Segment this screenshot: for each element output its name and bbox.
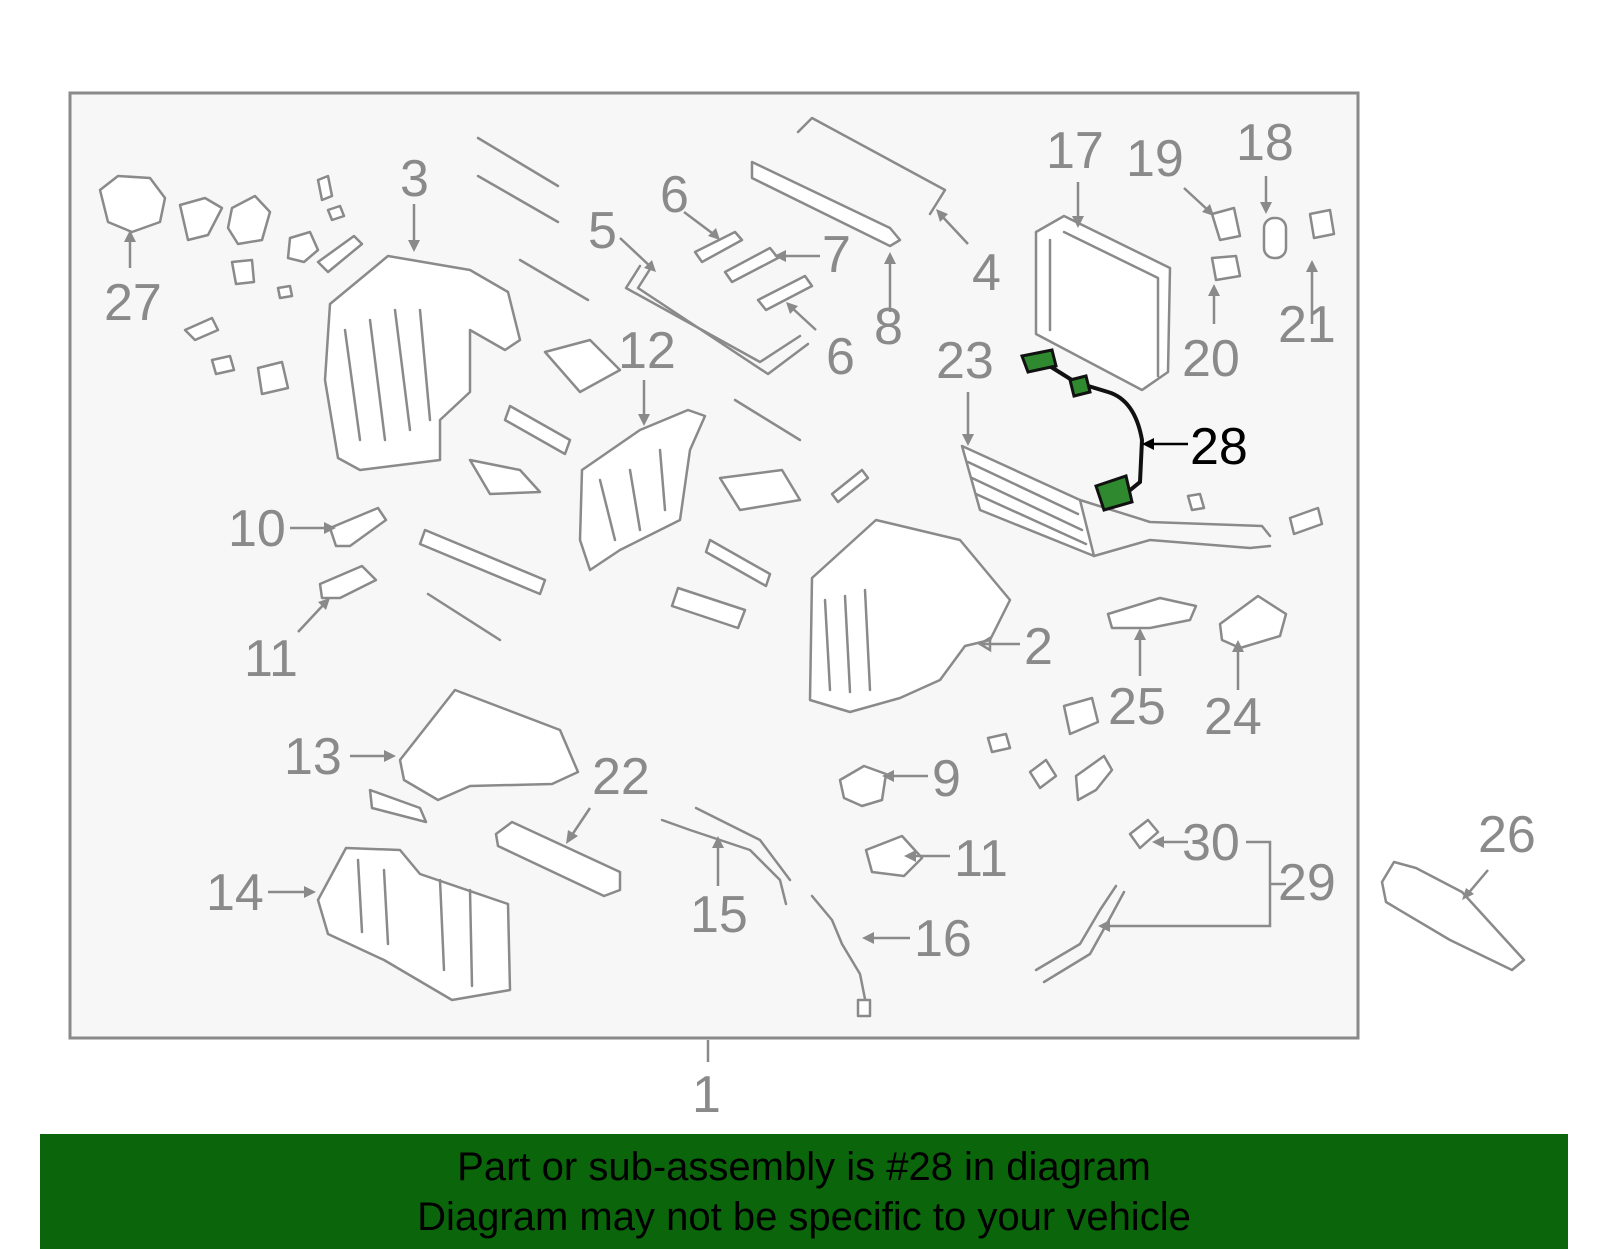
callout-17: 17	[1046, 122, 1104, 180]
callout-14: 14	[206, 864, 264, 922]
part-line-art	[98, 116, 1526, 1018]
callout-27: 27	[104, 274, 162, 332]
callout-11b: 11	[954, 830, 1008, 888]
callout-23: 23	[936, 332, 994, 390]
leader-lines	[124, 176, 1489, 1062]
callout-19: 19	[1126, 130, 1184, 188]
callout-3: 3	[400, 150, 429, 208]
callout-2: 2	[1024, 618, 1053, 676]
callout-15: 15	[690, 886, 748, 944]
callout-20: 20	[1182, 330, 1240, 388]
callout-16: 16	[914, 910, 972, 968]
callout-26: 26	[1478, 806, 1536, 864]
callout-10: 10	[228, 500, 286, 558]
callout-6a: 6	[660, 166, 689, 224]
callout-13: 13	[284, 728, 342, 786]
callout-25: 25	[1108, 678, 1166, 736]
callout-24: 24	[1204, 688, 1262, 746]
callout-9: 9	[932, 750, 961, 808]
callout-22: 22	[592, 748, 650, 806]
callout-1: 1	[692, 1066, 721, 1124]
callout-21: 21	[1278, 296, 1336, 354]
info-banner: Part or sub-assembly is #28 in diagram D…	[40, 1134, 1568, 1249]
callout-7: 7	[822, 226, 851, 284]
callout-4: 4	[972, 244, 1001, 302]
banner-line-1: Part or sub-assembly is #28 in diagram	[457, 1144, 1151, 1189]
callout-8: 8	[874, 298, 903, 356]
banner-line-2: Diagram may not be specific to your vehi…	[417, 1194, 1191, 1239]
callout-29: 29	[1278, 854, 1336, 912]
callout-12: 12	[618, 322, 676, 380]
callout-18: 18	[1236, 114, 1294, 172]
callout-5: 5	[588, 202, 617, 260]
callout-labels: 1 2 3 4 5 6 6 7 8 9 10 11 11 12 13 14 15…	[104, 114, 1536, 1124]
callout-6b: 6	[826, 328, 855, 386]
callout-11a: 11	[244, 630, 298, 688]
part-28-wire-harness[interactable]	[1019, 348, 1145, 512]
callout-30: 30	[1182, 814, 1240, 872]
callout-28: 28	[1190, 418, 1248, 476]
